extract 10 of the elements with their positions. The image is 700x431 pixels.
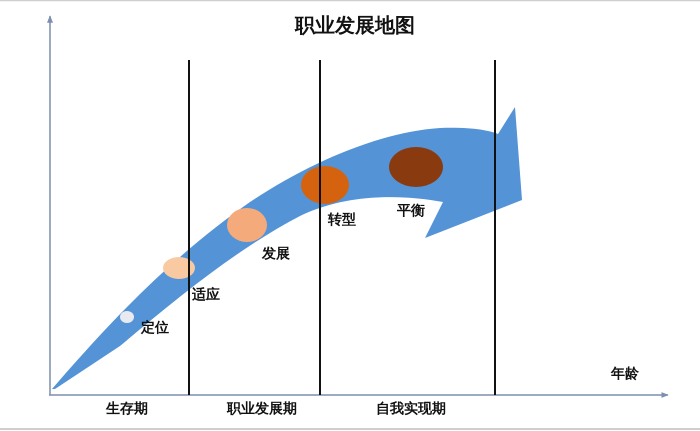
chart-title: 职业发展地图 bbox=[294, 13, 416, 37]
period-label: 生存期 bbox=[104, 401, 149, 418]
axis-label: 年龄 bbox=[611, 366, 640, 383]
stage-label: 转型 bbox=[328, 212, 356, 229]
stage-label: 定位 bbox=[141, 320, 169, 337]
stage-label: 平衡 bbox=[397, 203, 425, 220]
period-label: 自我实现期 bbox=[375, 401, 447, 418]
period-label: 职业发展期 bbox=[226, 401, 298, 418]
stage-label: 发展 bbox=[262, 246, 290, 263]
stage-label: 适应 bbox=[192, 287, 220, 304]
